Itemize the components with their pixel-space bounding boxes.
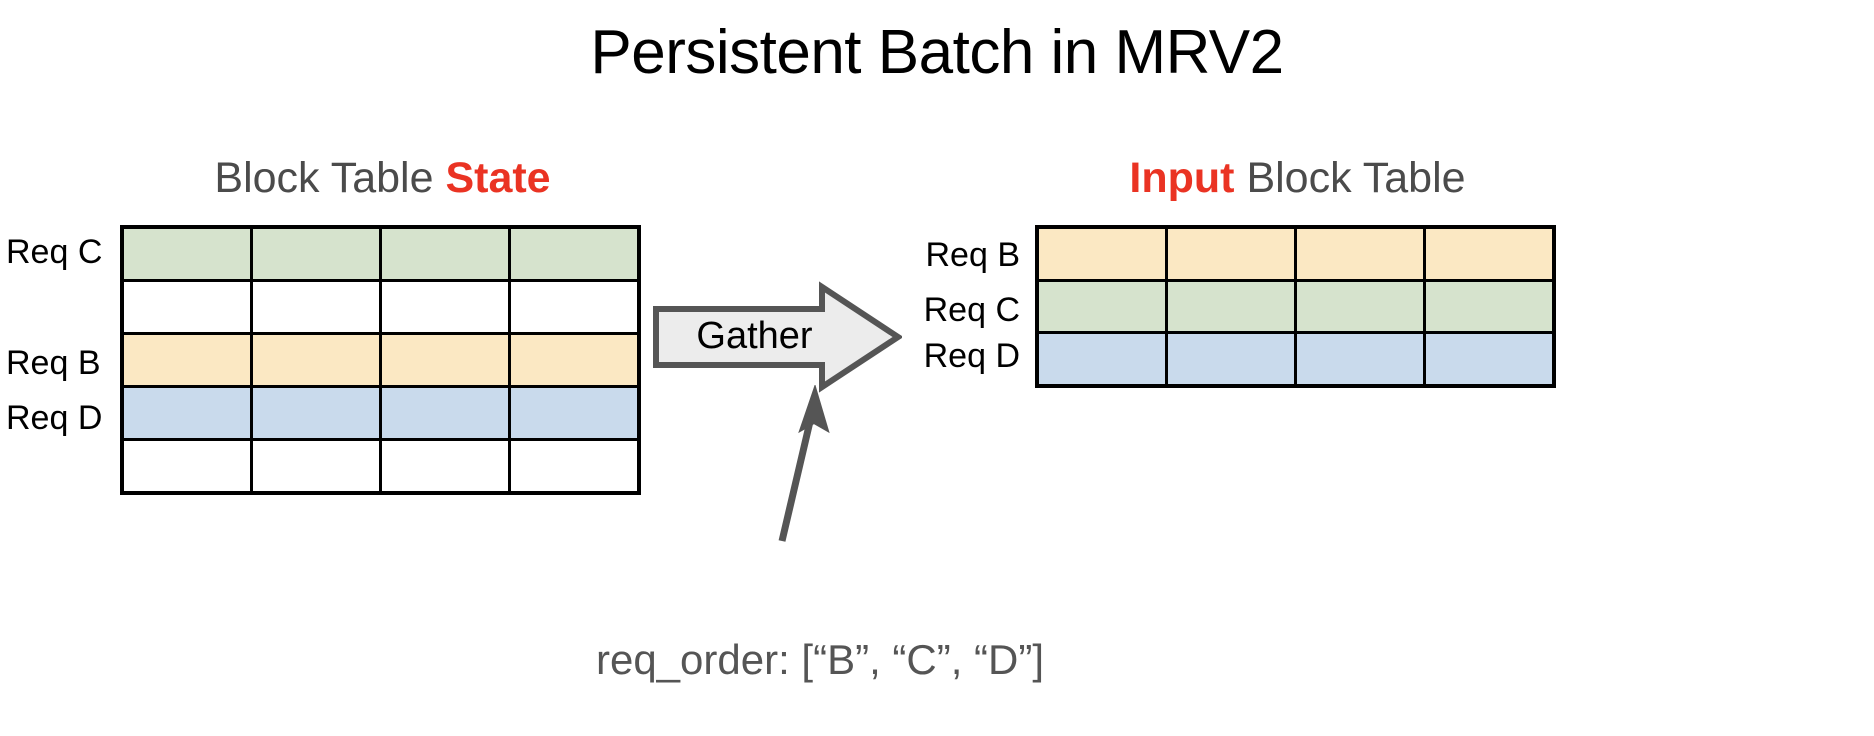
heading-right-accent: Input	[1129, 154, 1235, 202]
page-title: Persistent Batch in MRV2	[590, 18, 1284, 87]
table-cell	[253, 335, 379, 385]
table-cell	[1039, 334, 1165, 384]
table-cell	[1168, 281, 1294, 332]
table-cell	[511, 335, 637, 385]
table-cell	[253, 388, 379, 438]
table-cell	[1297, 281, 1423, 332]
table-cell	[382, 282, 508, 332]
table-cell	[253, 229, 379, 279]
heading-right-suffix: Block Table	[1234, 154, 1466, 202]
table-cell	[1297, 229, 1423, 279]
table-cell	[253, 282, 379, 332]
row-label-state-req-b: Req B	[6, 344, 101, 382]
table-cell	[124, 335, 250, 385]
table-cell	[1426, 229, 1552, 279]
req-order-caption: req_order: [“B”, “C”, “D”]	[595, 636, 1045, 683]
table-cell	[382, 229, 508, 279]
table-cell	[1168, 229, 1294, 279]
input-block-table-heading: Input Block Table	[1035, 152, 1560, 204]
heading-left-prefix: Block Table	[214, 154, 446, 202]
row-label-state-req-c: Req C	[6, 233, 103, 271]
table-cell	[1039, 229, 1165, 279]
table-cell	[1297, 334, 1423, 384]
table-cell	[124, 388, 250, 438]
table-cell	[511, 229, 637, 279]
table-cell	[1426, 281, 1552, 332]
table-cell	[382, 335, 508, 385]
input-block-table-grid	[1035, 225, 1556, 388]
table-cell	[1168, 334, 1294, 384]
table-cell	[253, 441, 379, 491]
row-label-input-req-b: Req B	[925, 236, 1021, 274]
table-cell	[511, 388, 637, 438]
row-label-state-req-d: Req D	[6, 399, 103, 437]
table-cell	[382, 388, 508, 438]
gather-arrow-shape	[652, 281, 902, 393]
heading-left-accent: State	[445, 154, 551, 202]
table-cell	[124, 229, 250, 279]
gather-label: Gather	[696, 315, 813, 357]
block-table-state-heading: Block Table State	[120, 152, 645, 204]
table-cell	[124, 441, 250, 491]
table-cell	[511, 441, 637, 491]
table-cell	[1426, 334, 1552, 384]
table-cell	[511, 282, 637, 332]
table-cell	[124, 282, 250, 332]
callout-pointer-arrow	[740, 385, 870, 545]
table-cell	[1039, 281, 1165, 332]
block-table-state-grid	[120, 225, 641, 495]
table-cell	[382, 441, 508, 491]
row-label-input-req-c: Req C	[923, 291, 1020, 329]
row-label-input-req-d: Req D	[923, 337, 1020, 375]
